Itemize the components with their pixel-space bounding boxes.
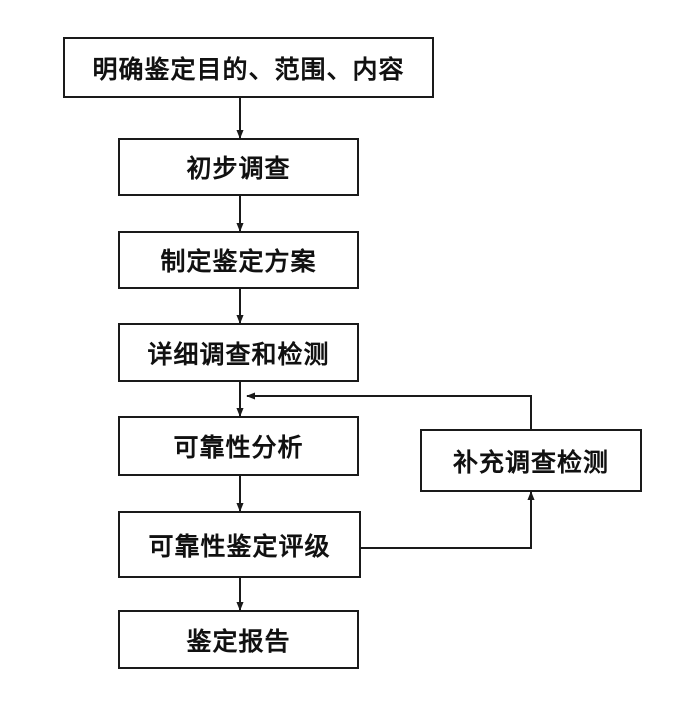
step-formulate-plan: 制定鉴定方案 <box>118 231 359 289</box>
step-detailed-inspection: 详细调查和检测 <box>118 323 359 382</box>
step-define-scope: 明确鉴定目的、范围、内容 <box>63 37 434 98</box>
step-reliability-rating: 可靠性鉴定评级 <box>118 511 361 578</box>
step-supplementary-inspection: 补充调查检测 <box>420 429 642 492</box>
arrow-supplementary-to-analysis <box>246 392 532 429</box>
arrow-rating-to-supplementary <box>361 491 535 549</box>
step-report: 鉴定报告 <box>118 610 359 669</box>
step-preliminary-survey: 初步调查 <box>118 138 359 196</box>
step-reliability-analysis: 可靠性分析 <box>118 416 359 476</box>
